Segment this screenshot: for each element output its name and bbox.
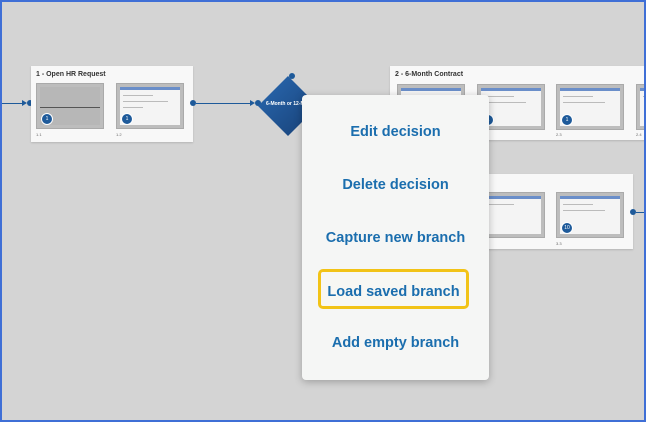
connector-arrow bbox=[250, 100, 255, 106]
menu-item-load-saved-branch[interactable]: Load saved branch bbox=[318, 269, 469, 309]
incoming-arrow bbox=[22, 100, 27, 106]
step-thumbnail[interactable]: 1 bbox=[36, 83, 104, 129]
connector-dot[interactable] bbox=[27, 100, 33, 106]
menu-item-delete-decision[interactable]: Delete decision bbox=[342, 177, 449, 193]
step-card-3[interactable]: 10 3.3 bbox=[472, 174, 633, 249]
step-count-badge: 1 bbox=[41, 113, 53, 125]
step-thumbnail[interactable]: 10 bbox=[556, 192, 624, 238]
step-count-badge: 1 bbox=[561, 114, 573, 126]
incoming-connector bbox=[2, 103, 24, 104]
outgoing-connector bbox=[636, 212, 644, 213]
connector-dot[interactable] bbox=[630, 209, 636, 215]
step-thumbnail[interactable]: 1 bbox=[116, 83, 184, 129]
thumbnail-caption: 2.3 bbox=[556, 132, 562, 137]
step-connector bbox=[196, 103, 251, 104]
thumbnail-caption: 1.2 bbox=[116, 132, 122, 137]
thumbnail-caption: 2.4 bbox=[636, 132, 642, 137]
menu-item-edit-decision[interactable]: Edit decision bbox=[350, 124, 441, 140]
step-thumbnail[interactable] bbox=[636, 84, 644, 130]
thumbnail-caption: 3.3 bbox=[556, 241, 562, 246]
step-thumbnail[interactable]: 1 bbox=[556, 84, 624, 130]
decision-context-menu: Edit decision Delete decision Capture ne… bbox=[302, 95, 489, 380]
connector-dot[interactable] bbox=[255, 100, 261, 106]
step-card-1[interactable]: 1 - Open HR Request 1 1.1 1 1.2 bbox=[31, 66, 193, 142]
step-title: 1 - Open HR Request bbox=[36, 71, 106, 78]
step-title: 2 - 6-Month Contract bbox=[395, 71, 464, 78]
connector-dot[interactable] bbox=[190, 100, 196, 106]
menu-item-add-empty-branch[interactable]: Add empty branch bbox=[331, 335, 460, 351]
decision-top-handle[interactable] bbox=[289, 73, 295, 79]
step-count-badge: 1 bbox=[121, 113, 133, 125]
decision-label: 6-Month or 12-M bbox=[266, 101, 305, 107]
menu-item-capture-new-branch[interactable]: Capture new branch bbox=[325, 230, 466, 246]
step-count-badge: 10 bbox=[561, 222, 573, 234]
thumbnail-caption: 1.1 bbox=[36, 132, 42, 137]
